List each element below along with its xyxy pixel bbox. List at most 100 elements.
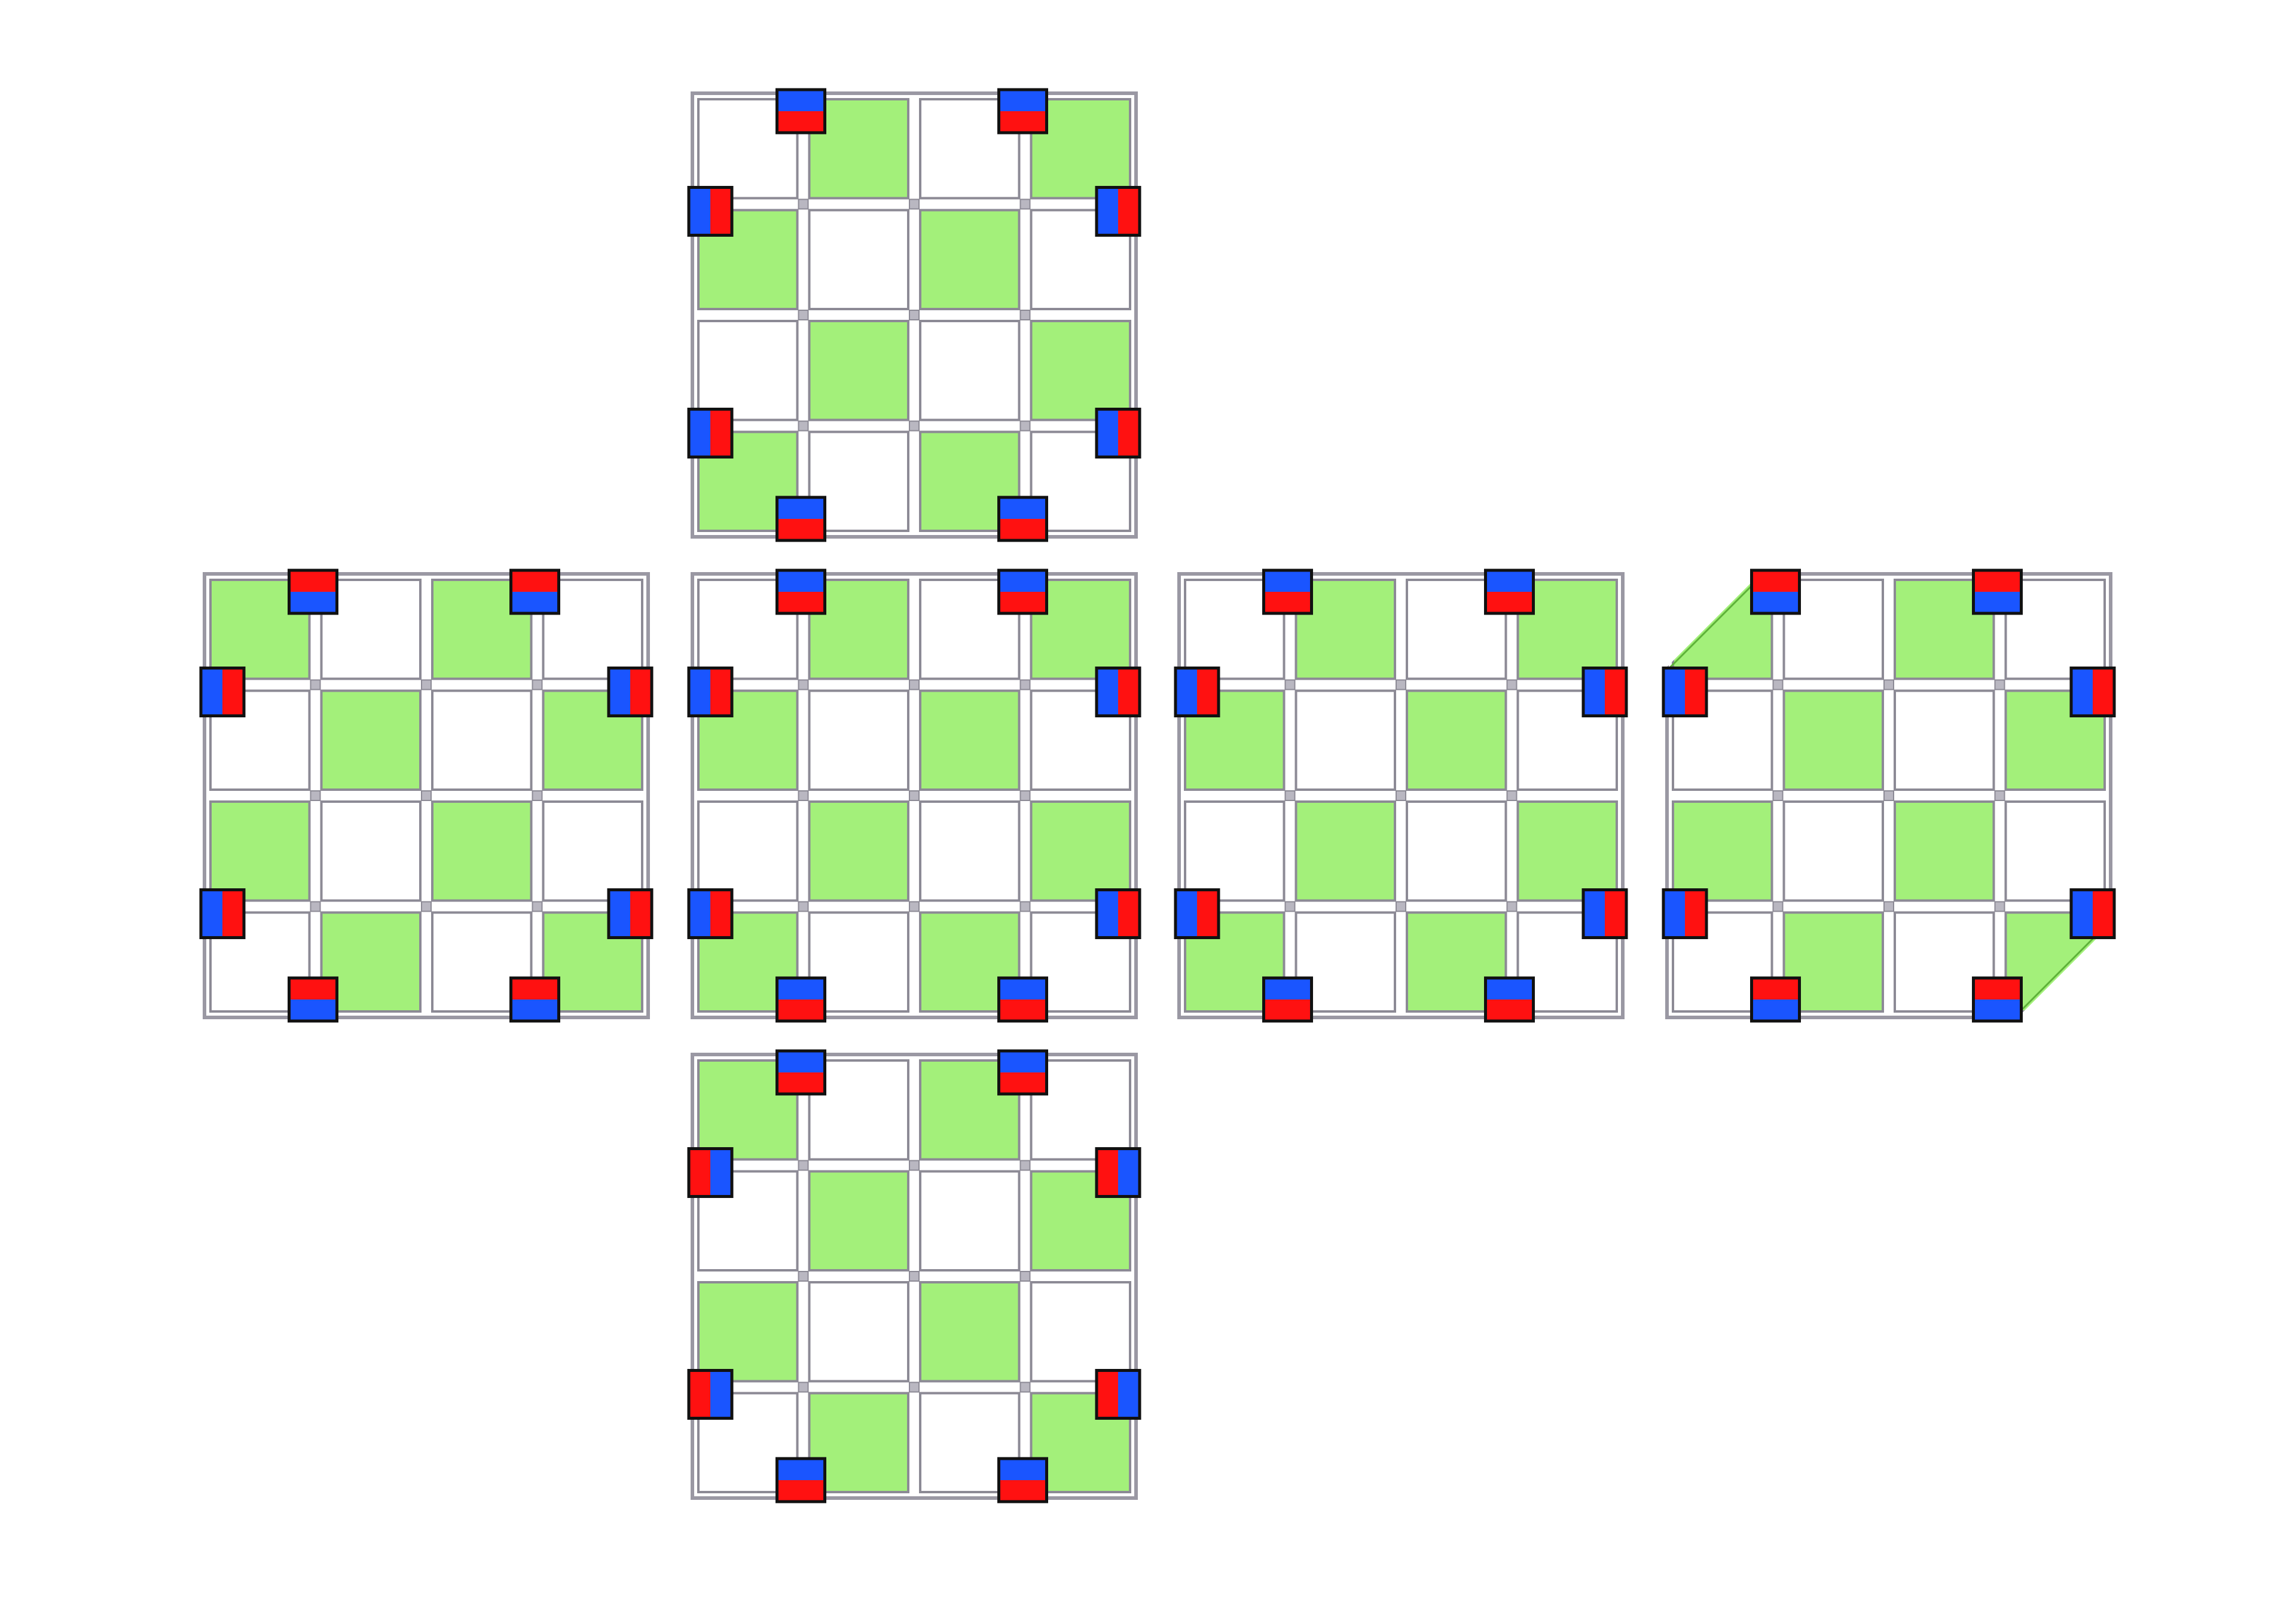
cell-green-r3c1 [320,911,422,1013]
joint [798,790,809,801]
joint [1019,790,1031,801]
magnet-pole-blue [999,978,1047,1000]
face-bottom [687,1049,1141,1503]
magnet-outline [687,408,734,459]
cell-white-r1c2 [919,1170,1021,1271]
magnet-right [2069,667,2116,717]
cell-white-r2c1 [320,800,422,902]
joint [1994,679,2005,690]
magnet-pole-red [1685,890,1706,938]
magnet-outline [1174,888,1220,939]
joint [1284,901,1296,912]
joint [1019,198,1031,210]
cell-green-r1c2 [919,689,1021,791]
cell-green-r2c0 [209,800,311,902]
magnet-bottom [997,1457,1048,1503]
magnet-top [775,1049,826,1096]
cell-green-r2c0 [1672,800,1773,902]
cell-white-r1c1 [1294,689,1396,791]
magnet-outline [997,1049,1048,1096]
joint [909,901,920,912]
magnet-bottom [1972,976,2023,1023]
joint [1019,679,1031,690]
magnet-pole-blue [1176,668,1197,716]
joint [1019,1381,1031,1393]
magnet-outline [687,1369,734,1420]
cell-green-r2c3 [1516,800,1618,902]
magnet-pole-blue [777,1051,825,1072]
magnet-outline [1581,667,1628,717]
magnet-pole-blue [689,668,710,716]
cell-green-r1c2 [919,209,1021,310]
magnet-pole-red [1118,890,1140,938]
joint [1284,790,1296,801]
joint [310,679,321,690]
magnet-pole-blue [1663,890,1685,938]
magnet-pole-red [999,592,1047,613]
cell-white-r2c1 [1782,800,1884,902]
joint [1506,901,1518,912]
cell-green-r2c1 [808,800,909,902]
cell-green-r2c0 [697,1281,799,1383]
magnet-pole-blue [1097,890,1118,938]
cell-white-r1c3 [1516,689,1618,791]
magnet-outline [1095,888,1141,939]
magnet-pole-red [710,890,732,938]
magnet-bottom [997,976,1048,1023]
joint [798,198,809,210]
magnet-right [1095,186,1141,237]
magnet-outline [1750,568,1801,615]
magnet-outline [1972,976,2023,1023]
magnet-pole-red [1685,668,1706,716]
magnet-outline [607,667,654,717]
magnet-pole-red [2093,890,2114,938]
joint [1883,679,1894,690]
magnet-outline [687,186,734,237]
magnet-pole-red [1605,668,1626,716]
cell-green-r2c3 [1030,800,1131,902]
magnet-outline [775,1457,826,1503]
magnet-bottom [997,496,1048,542]
magnet-pole-blue [689,409,710,457]
magnet-pole-blue [1973,1000,2022,1021]
joint [1772,790,1784,801]
magnet-outline [687,1147,734,1198]
cell-white-r2c3 [542,800,643,902]
magnet-outline [1095,667,1141,717]
magnet-outline [1484,976,1535,1023]
magnet-top [1750,568,1801,615]
cell-white-r2c0 [1184,800,1286,902]
cell-white-r1c2 [1894,689,1995,791]
joint [1506,790,1518,801]
magnet-pole-blue [1751,592,1800,613]
magnet-outline [1174,667,1220,717]
magnet-pole-red [222,668,244,716]
magnet-pole-blue [511,1000,559,1021]
magnet-pole-red [1118,187,1140,236]
magnet-left [1662,888,1708,939]
cell-green-r0c0 [697,1059,799,1161]
magnet-pole-red [1263,592,1312,613]
joint [1019,1271,1031,1282]
magnet-bottom [288,976,338,1023]
magnet-pole-red [710,409,732,457]
cell-green-r1c1 [1782,689,1884,791]
joint [1396,901,1406,912]
magnet-left [687,1369,734,1420]
magnet-pole-blue [1751,1000,1800,1021]
magnet-bottom [775,1457,826,1503]
face-left [199,568,654,1023]
magnet-outline [1095,1369,1141,1420]
magnet-right [1095,1147,1141,1198]
magnet-bottom [1750,976,1801,1023]
magnet-outline [687,667,734,717]
magnet-outline [1581,888,1628,939]
joint [909,790,920,801]
magnet-pole-blue [689,890,710,938]
magnet-pole-blue [710,1148,732,1197]
magnet-pole-blue [999,570,1047,592]
face-right [1174,568,1628,1023]
magnet-pole-red [511,570,559,592]
magnet-pole-blue [1263,570,1312,592]
joint [909,420,920,432]
